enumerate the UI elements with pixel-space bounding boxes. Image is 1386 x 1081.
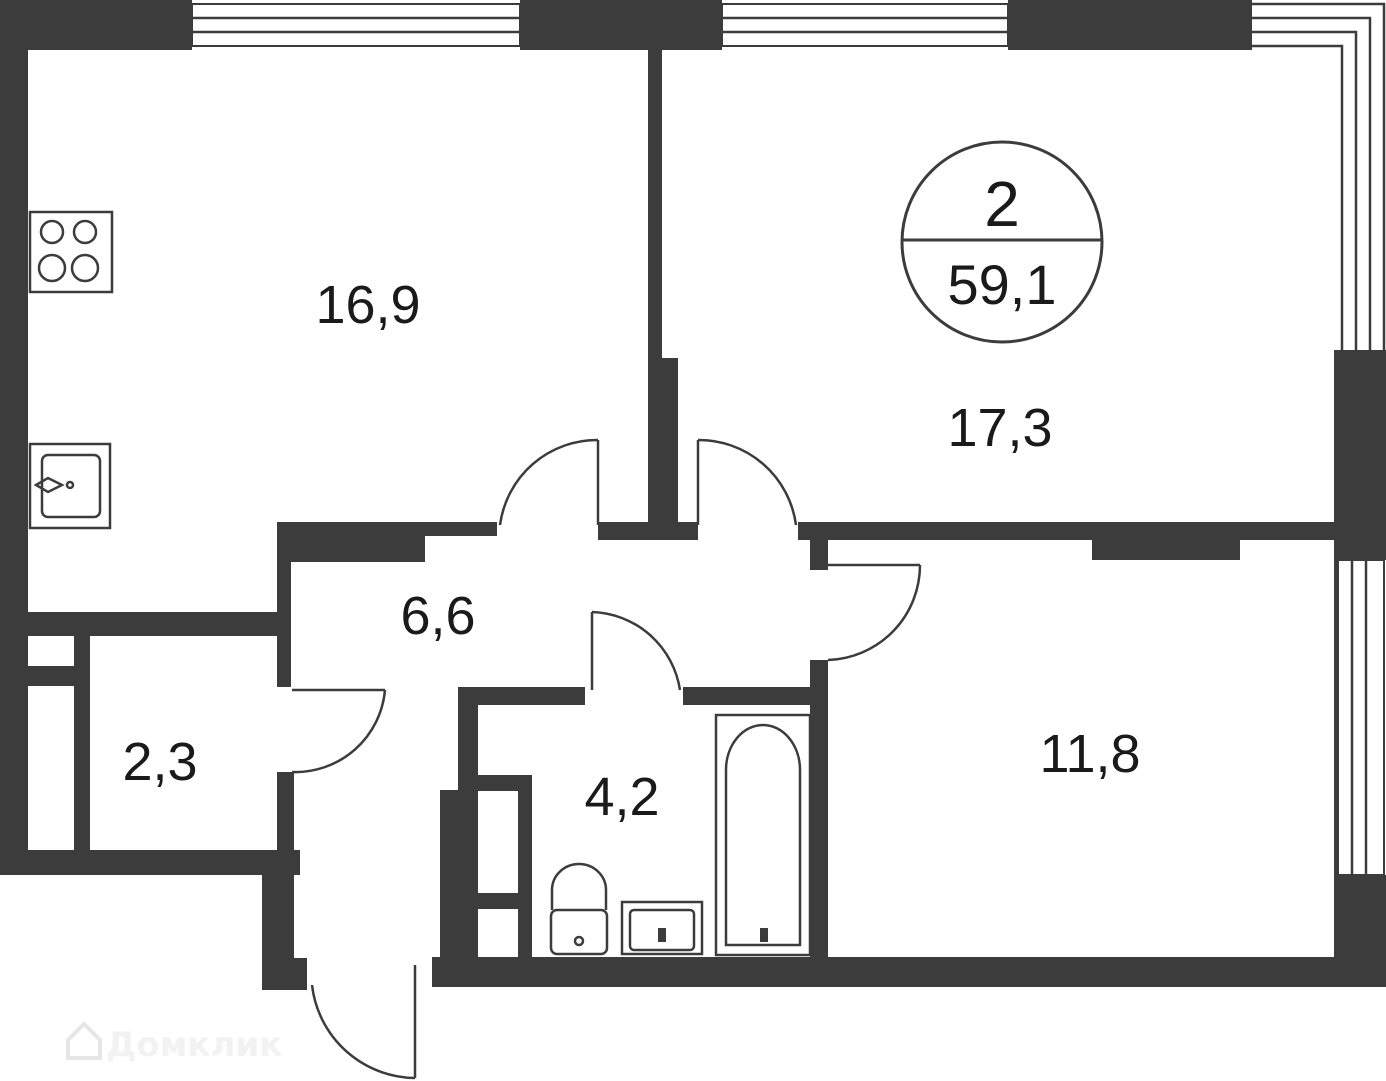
stove-icon [28, 210, 114, 294]
room-area-bedroom: 17,3 [947, 398, 1052, 458]
interior-walls [28, 50, 1338, 957]
outer-walls [0, 0, 1386, 990]
room-area-hall: 6,6 [400, 586, 475, 646]
windows [191, 2, 1386, 876]
room-area-bathroom: 4,2 [584, 767, 659, 827]
apartment-badge: 2 59,1 [900, 140, 1104, 344]
total-area: 59,1 [948, 253, 1057, 316]
doors [291, 438, 922, 1080]
bathtub-icon [714, 713, 812, 957]
kitchen-sink-icon [28, 442, 112, 530]
watermark-logo: Домклик [66, 1021, 282, 1065]
room-count: 2 [984, 168, 1020, 240]
room-area-storage: 2,3 [122, 732, 197, 792]
room-area-room: 11,8 [1039, 724, 1140, 784]
watermark-text: Домклик [106, 1025, 282, 1065]
wash-basin-icon [620, 900, 704, 956]
room-area-kitchen: 16,9 [315, 275, 420, 335]
toilet-icon [549, 862, 609, 956]
